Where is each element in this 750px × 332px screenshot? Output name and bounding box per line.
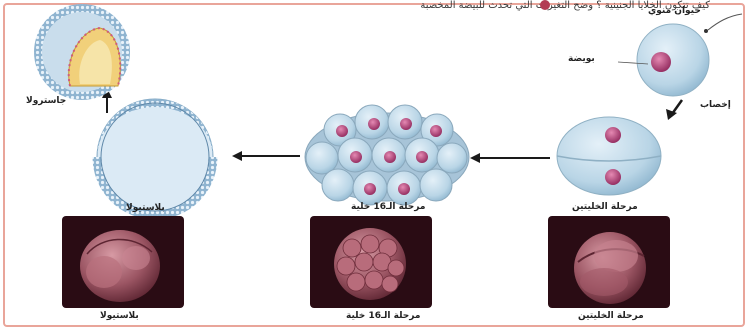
sperm-label: حيوان منوي bbox=[648, 6, 701, 16]
photo-two-cell-label: مرحلة الخليتين bbox=[578, 311, 644, 321]
photo-sixteen-cell bbox=[310, 216, 432, 308]
photo-sixteen-cell-label: مرحلة الـ16 خلية bbox=[346, 311, 420, 321]
fertilization-label: إخصاب bbox=[700, 100, 731, 110]
photo-two-cell bbox=[548, 216, 670, 308]
egg-label: بويضة bbox=[568, 54, 595, 64]
two-cell-label: مرحلة الخليتين bbox=[572, 202, 638, 212]
blastula-label: بلاستيولا bbox=[126, 203, 165, 213]
sixteen-cell-label: مرحلة الـ16 خلية bbox=[351, 202, 425, 212]
gastrula-illustration bbox=[38, 8, 126, 96]
gastrula-label: جاسترولا bbox=[26, 96, 66, 106]
sixteen-cell-embryo bbox=[305, 105, 469, 205]
photo-blastula-label: بلاستيولا bbox=[100, 311, 139, 321]
blastula-illustration bbox=[97, 99, 213, 215]
photo-blastula bbox=[62, 216, 184, 308]
